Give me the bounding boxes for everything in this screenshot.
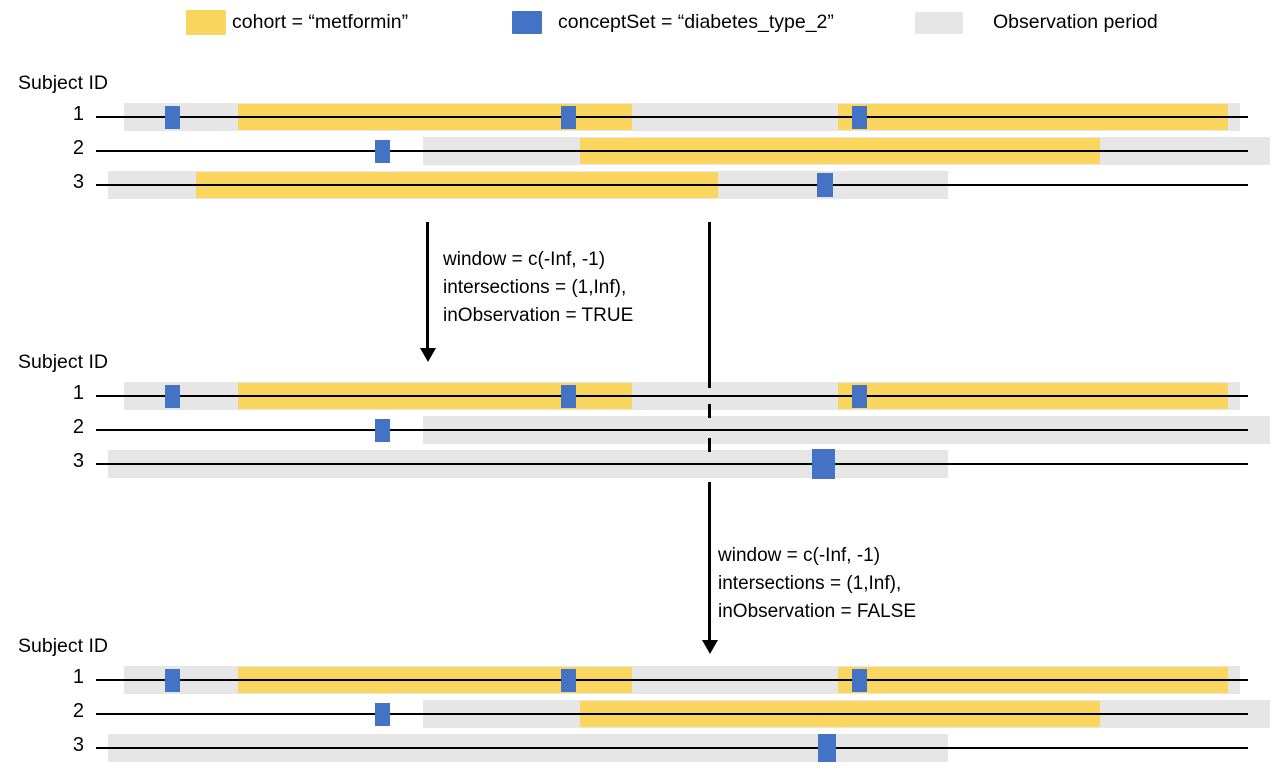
annotation-1-text: window = c(-Inf, -1) intersections = (1,I… (443, 246, 633, 330)
subject-id-heading: Subject ID (18, 635, 108, 657)
concept-set-event-marker (375, 419, 390, 442)
concept-set-event-marker (852, 385, 867, 408)
timeline-row: 2 (0, 697, 1278, 731)
concept-set-event-marker (375, 703, 390, 726)
concept-set-event-marker (812, 449, 835, 479)
timeline-row: 2 (0, 413, 1278, 447)
block-after-second-filter: 1 2 3 (0, 663, 1278, 773)
annotation-line: window = c(-Inf, -1) (443, 249, 606, 270)
subject-id-label: 1 (72, 103, 84, 125)
annotation-line: intersections = (1,Inf), (718, 573, 902, 594)
connector-line-segment (708, 222, 711, 388)
legend-swatch-observation (915, 12, 963, 34)
subject-id-heading: Subject ID (18, 72, 108, 94)
timeline-axis (96, 116, 1248, 118)
flow-arrow-head (419, 348, 436, 362)
block-initial: 1 2 3 (0, 100, 1278, 210)
block-after-first-filter: 1 2 3 (0, 379, 1278, 489)
connector-line-segment (708, 438, 711, 452)
concept-set-event-marker (375, 140, 390, 163)
concept-set-event-marker (165, 385, 180, 408)
annotation-2-text: window = c(-Inf, -1) intersections = (1,I… (718, 542, 916, 626)
legend: cohort = “metformin” conceptSet = “diabet… (0, 0, 1278, 45)
timeline-axis (96, 747, 1248, 749)
flow-arrow-head (701, 640, 718, 654)
timeline-axis (96, 679, 1248, 681)
subject-id-label: 2 (72, 137, 84, 159)
flow-arrow-shaft (426, 222, 429, 348)
legend-label-cohort: cohort = “metformin” (232, 11, 409, 33)
connector-line-segment (708, 404, 711, 418)
annotation-line: inObservation = FALSE (718, 601, 917, 622)
legend-label-observation: Observation period (993, 11, 1158, 33)
subject-id-heading: Subject ID (18, 351, 108, 373)
timeline-row: 3 (0, 731, 1278, 765)
subject-id-label: 1 (72, 666, 84, 688)
concept-set-event-marker (852, 106, 867, 129)
timeline-axis (96, 184, 1248, 186)
subject-id-label: 2 (72, 416, 84, 438)
subject-id-label: 3 (72, 171, 84, 193)
timeline-row: 1 (0, 663, 1278, 697)
concept-set-event-marker (817, 173, 833, 197)
timeline-row: 2 (0, 134, 1278, 168)
subject-id-label: 3 (72, 734, 84, 756)
timeline-row: 1 (0, 100, 1278, 134)
subject-id-label: 2 (72, 700, 84, 722)
concept-set-event-marker (165, 669, 180, 692)
timeline-axis (96, 463, 1248, 465)
timeline-axis (96, 150, 1248, 152)
concept-set-event-marker (561, 385, 576, 408)
concept-set-event-marker (165, 106, 180, 129)
timeline-axis (96, 713, 1248, 715)
annotation-line: window = c(-Inf, -1) (718, 545, 881, 566)
legend-swatch-conceptSet (512, 11, 542, 34)
timeline-row: 3 (0, 447, 1278, 481)
timeline-axis (96, 429, 1248, 431)
timeline-axis (96, 395, 1248, 397)
concept-set-event-marker (818, 734, 836, 762)
subject-id-label: 1 (72, 382, 84, 404)
annotation-line: intersections = (1,Inf), (443, 277, 627, 298)
subject-id-label: 3 (72, 450, 84, 472)
concept-set-event-marker (561, 669, 576, 692)
legend-label-conceptSet: conceptSet = “diabetes_type_2” (558, 11, 834, 33)
annotation-line: inObservation = TRUE (443, 305, 634, 326)
timeline-row: 1 (0, 379, 1278, 413)
legend-swatch-cohort (186, 10, 226, 35)
concept-set-event-marker (561, 106, 576, 129)
flow-arrow-shaft (708, 482, 711, 640)
timeline-row: 3 (0, 168, 1278, 202)
concept-set-event-marker (852, 669, 867, 692)
